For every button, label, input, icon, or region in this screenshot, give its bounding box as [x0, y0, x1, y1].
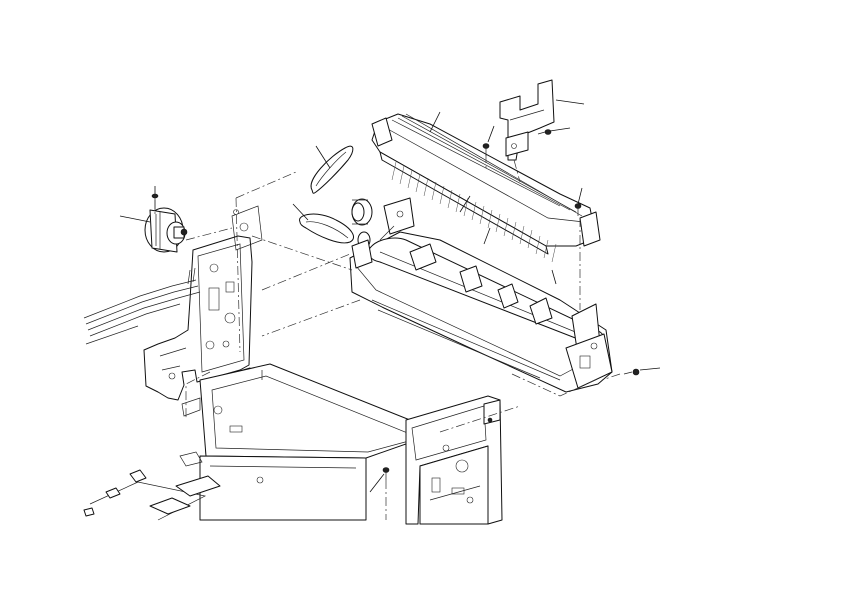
- frame-screw-lower: [382, 467, 390, 480]
- motor-callout-leader: [119, 215, 151, 223]
- assembly-lines: [154, 154, 621, 520]
- grating-callout-leader-2: [483, 227, 491, 245]
- grating-callout-leader-3: [551, 269, 557, 285]
- cover-screw-right-leader: [577, 187, 583, 205]
- base-floor-plate: [83, 451, 221, 521]
- cover-screw-left-leader: [487, 125, 495, 143]
- timing-belt-lower: [299, 213, 354, 244]
- grating-teeth: [391, 161, 557, 263]
- cover-bracket: [499, 79, 555, 161]
- top-cover-callout-leader: [429, 111, 441, 133]
- belt-lower-callout-leader: [292, 203, 309, 221]
- drive-motor: [144, 207, 188, 253]
- main-base-frame: [199, 363, 441, 521]
- frame-screw-lower-leader: [369, 473, 385, 493]
- drive-gear-pulley: [351, 198, 373, 249]
- timing-belt-upper: [310, 145, 354, 194]
- bracket-screw: [537, 129, 552, 135]
- left-side-frame: [143, 205, 263, 401]
- bracket-callout-leader: [555, 99, 585, 105]
- grating-callout-leader-1: [459, 195, 471, 213]
- top-cover-grating: [371, 113, 601, 255]
- cable-harness: [83, 267, 201, 345]
- right-side-frame: [405, 395, 503, 525]
- bracket-screw-leader: [549, 127, 571, 132]
- side-screw-right: [623, 368, 640, 376]
- roller-assembly: [349, 197, 613, 393]
- belt-upper-callout-leader: [315, 145, 331, 169]
- side-screw-right-leader: [639, 367, 661, 371]
